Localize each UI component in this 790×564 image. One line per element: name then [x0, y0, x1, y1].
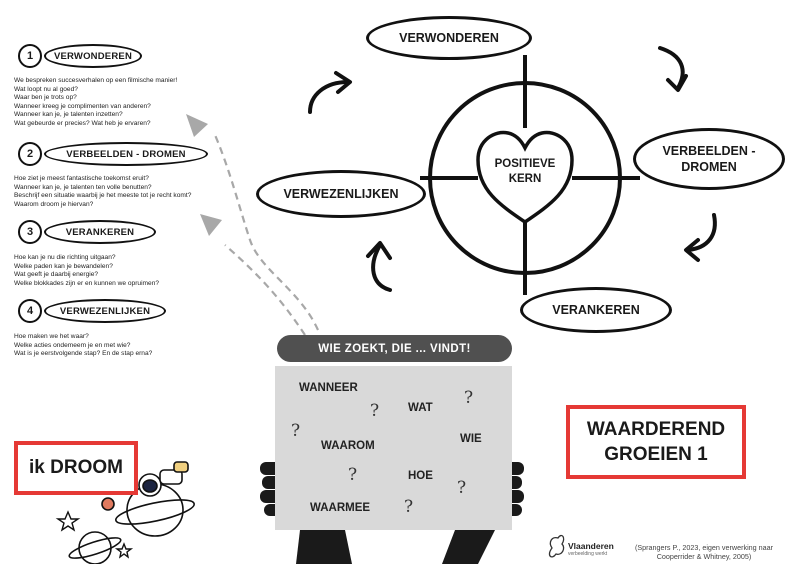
cycle-step-right-line2: DROMEN — [681, 160, 737, 174]
step-1-line: Wanneer kan je, je talenten inzetten? — [14, 111, 123, 119]
astronaut-illustration — [101, 461, 195, 537]
logo-tagline: verbeelding werkt — [568, 551, 608, 557]
dashed-arrow-icon — [213, 134, 320, 336]
question-mark-icon: ? — [404, 497, 414, 517]
question-mark-icon: ? — [348, 465, 358, 485]
step-1-line: We bespreken succesverhalen op een filmi… — [14, 77, 178, 84]
step-2-line: Waarom droom je hiervan? — [14, 200, 94, 208]
dashed-arrow-head — [200, 214, 222, 236]
step-1-title: VERWONDEREN — [44, 44, 142, 68]
step-1-number: 1 — [18, 44, 42, 68]
sign-word-waarmee: WAARMEE — [310, 502, 371, 514]
cycle-frame — [420, 55, 640, 295]
curved-arrow-icon — [684, 213, 717, 262]
sign-word-hoe: HOE — [408, 470, 433, 482]
step-3-line: Welke paden kan je bewandelen? — [14, 262, 113, 270]
curved-arrow-icon — [308, 71, 352, 114]
flanders-lion-logo — [548, 534, 565, 558]
step-1-line: Wat gebeurde er precies? Wat heb je erva… — [14, 119, 151, 127]
step-1-text: We bespreken succesverhalen op een filmi… — [14, 77, 177, 129]
sign-word-wanneer: WANNEER — [299, 382, 358, 394]
curved-arrow-icon — [658, 46, 688, 92]
step-4-line: Hoe maken we het waar? — [14, 333, 89, 340]
source-credit: (Sprangers P., 2023, eigen verwerking na… — [618, 543, 790, 561]
question-mark-icon: ? — [457, 478, 467, 498]
step-2-text: Hoe ziet je meest fantastische toekomst … — [14, 175, 191, 209]
sign-arms — [296, 530, 495, 564]
step-4-text: Hoe maken we het waar? Welke acties onde… — [14, 333, 152, 359]
sign-word-waarom: WAAROM — [321, 440, 375, 452]
core-label-line1: POSITIEVE — [494, 158, 556, 170]
step-2-number: 2 — [18, 142, 42, 166]
step-4-line: Welke acties ondemeem je en met wie? — [14, 341, 131, 349]
question-mark-icon: ? — [291, 421, 301, 441]
step-2-line: Wanneer kan je, je talenten ten volle be… — [14, 183, 152, 191]
step-4-number: 4 — [18, 299, 42, 323]
step-1-line: Waar ben je trots op? — [14, 94, 77, 102]
curved-arrow-icon — [366, 241, 392, 292]
cycle-step-right-line1: VERBEELDEN - — [662, 144, 756, 158]
step-1-line: Wat loopt nu al goed? — [14, 85, 78, 93]
cycle-step-left: VERWEZENLIJKEN — [256, 170, 426, 218]
step-3-line: Wat geeft je daarbij energie? — [14, 271, 99, 279]
flanders-logo: Vlaanderen verbeelding werkt — [568, 541, 614, 558]
step-4-title: VERWEZENLIJKEN — [44, 299, 166, 323]
cycle-step-top: VERWONDEREN — [366, 16, 532, 60]
step-3-title: VERANKEREN — [44, 220, 156, 244]
cycle-step-bottom: VERANKEREN — [520, 287, 672, 333]
planet-icon — [68, 531, 122, 564]
sign-word-wie: WIE — [460, 433, 482, 445]
question-sign: WANNEER WAT WIE WAAROM HOE WAARMEE ? ? ?… — [275, 366, 512, 530]
logo-name: Vlaanderen — [568, 541, 614, 551]
step-2-title: VERBEELDEN - DROMEN — [44, 142, 208, 166]
core-label: POSITIEVE KERN — [485, 157, 565, 187]
heart-icon — [476, 130, 574, 225]
core-label-line2: KERN — [508, 173, 542, 185]
sign-banner: WIE ZOEKT, DIE ... VINDT! — [277, 335, 512, 362]
credit-line2: Cooperrider & Whitney, 2005) — [656, 552, 752, 561]
dashed-arrow-head — [186, 114, 208, 137]
title-line1: WAARDEREND — [586, 419, 726, 440]
question-mark-icon: ? — [370, 401, 380, 421]
credit-line1: (Sprangers P., 2023, eigen verwerking na… — [634, 543, 774, 552]
step-3-line: Welke blokkades zijn er en kunnen we opr… — [14, 279, 160, 287]
step-2-line: Beschrijf een situatie waarbij je het me… — [14, 192, 192, 200]
step-4-line: Wat is je eerstvolgende stap? En de stap… — [14, 350, 153, 358]
step-2-line: Hoe ziet je meest fantastische toekomst … — [14, 175, 149, 182]
step-3-number: 3 — [18, 220, 42, 244]
step-1-line: Wanneer kreeg je complimenten van andere… — [14, 102, 151, 110]
title-line2: GROEIEN 1 — [604, 444, 708, 465]
step-3-line: Hoe kan je nu die richting uitgaan? — [14, 254, 116, 261]
sign-word-wat: WAT — [408, 402, 433, 414]
question-mark-icon: ? — [464, 388, 474, 408]
cycle-step-right: VERBEELDEN - DROMEN — [633, 128, 785, 190]
step-3-text: Hoe kan je nu die richting uitgaan? Welk… — [14, 254, 159, 288]
title-box: WAARDEREND GROEIEN 1 — [566, 405, 746, 479]
dream-box: ik DROOM — [14, 441, 138, 495]
